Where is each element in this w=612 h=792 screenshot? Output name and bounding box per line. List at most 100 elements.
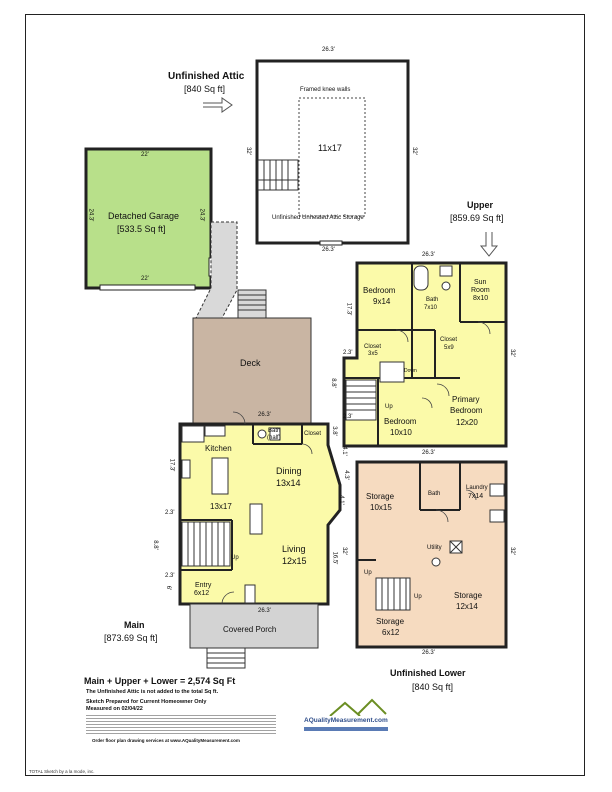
main-dim-bottom: 26.3'	[258, 608, 271, 614]
laundry-size: 7x14	[468, 493, 484, 500]
upper-closet2-label: Closet	[440, 337, 458, 343]
main-dim-left-5: 6'	[165, 585, 172, 591]
attic-stairs	[257, 159, 299, 191]
dining-size: 13x14	[276, 478, 301, 488]
upper-closet1-size: 3x5	[368, 351, 378, 357]
upper-title: Upper	[467, 200, 494, 210]
main-dim-left-1: 17.3'	[168, 458, 175, 472]
fine-print	[86, 714, 276, 736]
logo-text: AQualityMeasurement.com	[304, 717, 388, 724]
upper-bedroom1-label: Bedroom	[363, 286, 396, 295]
lower-dim-right: 32'	[508, 547, 515, 555]
footer-credit: TOTAL Sketch by a la mode, inc.	[29, 769, 95, 774]
lower-dim-left: 32'	[340, 547, 347, 555]
utility-label: Utility	[427, 545, 442, 551]
kitchen-size: 13x17	[210, 502, 232, 511]
primary-bedroom-label-1: Primary	[452, 395, 480, 404]
main-stairs-up: Up	[231, 555, 239, 561]
knee-walls-label: Framed knee walls	[300, 87, 351, 93]
main-title: Main	[124, 620, 145, 630]
garage-area: [533.5 Sq ft]	[117, 224, 166, 234]
lower-bath-label: Bath	[428, 491, 441, 497]
garage-plan	[84, 147, 238, 319]
attic-dim-bottom: 26.3'	[322, 247, 335, 253]
main-dim-right-3: 4.3'	[342, 470, 349, 480]
main-dim-left-2: 2.3'	[165, 510, 175, 516]
main-dim-right-5: 16.5'	[331, 551, 338, 565]
main-dim-right-2: 4.1'	[340, 446, 347, 456]
attic-arrow-icon	[203, 97, 233, 113]
upper-dim-left-4: 2.3'	[343, 414, 353, 420]
sunroom-label-2: Room	[471, 287, 490, 294]
deck-label: Deck	[240, 358, 261, 368]
main-dim-top: 26.3'	[258, 412, 271, 418]
total-area: Main + Upper + Lower = 2,574 Sq Ft	[84, 676, 236, 686]
lower-area: [840 Sq ft]	[412, 682, 454, 692]
main-dim-left-3: 8.8'	[151, 540, 158, 550]
living-size: 12x15	[282, 556, 307, 566]
entry-size: 6x12	[194, 590, 210, 597]
sunroom-size: 8x10	[473, 295, 489, 302]
lower-storage3-label: Storage	[454, 591, 483, 600]
main-dim-right-4: 4.1'	[337, 495, 344, 505]
lower-storage1-size: 10x15	[370, 503, 392, 512]
garage-dim-right: 24.3'	[198, 208, 205, 222]
porch-plan	[189, 603, 319, 669]
prepared-note: Sketch Prepared for Current Homeowner On…	[86, 699, 207, 705]
upper-dim-left-2: 2.3'	[343, 350, 353, 356]
main-dim-left-4: 2.3'	[165, 573, 175, 579]
main-bath-label: Bath	[268, 428, 281, 434]
upper-stairs-down: Down	[404, 368, 417, 374]
attic-size: 11x17	[318, 143, 342, 153]
lower-plan	[355, 460, 508, 649]
lower-stairs-up-2: Up	[414, 594, 422, 600]
upper-dim-right: 32'	[508, 349, 515, 357]
main-area: [873.69 Sq ft]	[104, 633, 158, 643]
attic-dim-top: 26.3'	[322, 47, 335, 53]
knee-wall-outline	[298, 97, 366, 217]
lower-storage3-size: 12x14	[456, 602, 478, 611]
upper-plan	[342, 261, 508, 448]
attic-dim-right: 32'	[410, 147, 417, 155]
upper-area: [859.69 Sq ft]	[450, 213, 504, 223]
dining-label: Dining	[276, 466, 302, 476]
garage-dim-top: 22'	[141, 152, 149, 158]
measured-date: Measured on 02/04/22	[86, 706, 143, 712]
upper-bath-size: 7x10	[424, 305, 438, 311]
lower-stairs-up-1: Up	[364, 570, 372, 576]
main-bath-sub: (half)	[267, 435, 281, 441]
deck-plan	[192, 289, 312, 425]
garage-dim-left: 24.3'	[87, 208, 94, 222]
main-plan	[178, 411, 342, 606]
lower-storage2-label: Storage	[376, 617, 405, 626]
attic-area: [840 Sq ft]	[184, 84, 226, 94]
company-logo	[304, 698, 388, 731]
kitchen-label: Kitchen	[205, 444, 232, 453]
upper-dim-left-3: 8.8'	[329, 378, 336, 388]
upper-closet1-label: Closet	[364, 344, 382, 350]
main-closet-label: Closet	[304, 431, 322, 437]
upper-bedroom2-size: 10x10	[390, 428, 412, 437]
upper-dim-left-1: 17.3'	[345, 302, 352, 316]
attic-storage-label: Unfinished Unheated Attic Storage	[272, 215, 364, 221]
page-frame	[25, 14, 585, 776]
lower-title: Unfinished Lower	[390, 668, 466, 678]
upper-dim-bottom: 26.3'	[422, 450, 435, 456]
lower-storage2-size: 6x12	[382, 628, 400, 637]
primary-bedroom-size: 12x20	[456, 418, 478, 427]
porch-label: Covered Porch	[223, 625, 277, 634]
attic-dim-left: 32'	[244, 147, 251, 155]
entry-label: Entry	[195, 582, 212, 589]
sunroom-label-1: Sun	[474, 279, 487, 286]
attic-title: Unfinished Attic	[168, 71, 245, 82]
upper-stairs-up: Up	[385, 404, 393, 410]
lower-dim-bottom: 26.3'	[422, 650, 435, 656]
lower-storage1-label: Storage	[366, 492, 395, 501]
upper-bath-label: Bath	[426, 297, 439, 303]
living-label: Living	[282, 544, 306, 554]
upper-bedroom1-size: 9x14	[373, 297, 391, 306]
upper-dim-top: 26.3'	[422, 252, 435, 258]
attic-plan	[203, 59, 410, 246]
attic-note: The Unfinished Attic is not added to the…	[86, 689, 219, 695]
